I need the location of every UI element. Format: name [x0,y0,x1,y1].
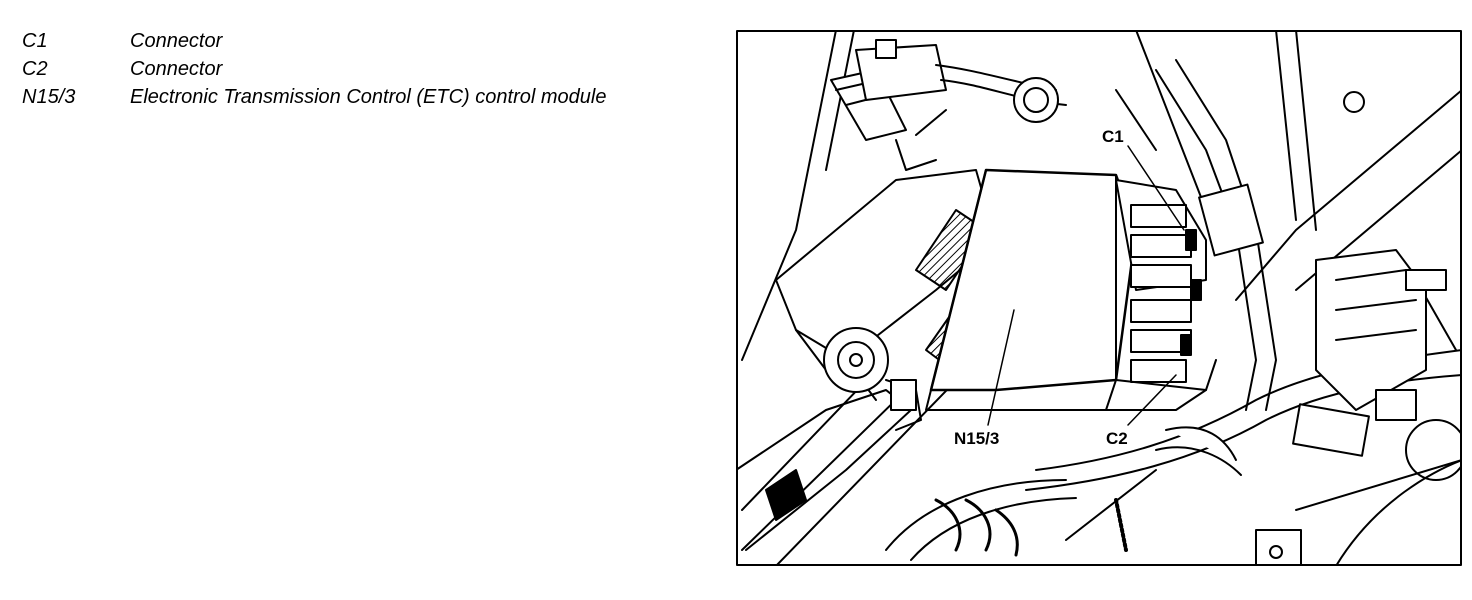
legend-code: C1 [22,30,48,52]
module-connectors [1105,179,1217,411]
legend-code: N15/3 [22,86,76,108]
callout-c2: C2 [1106,429,1128,448]
upper-connector [830,39,1067,171]
etc-control-module [925,168,1138,411]
wire-bundle [765,426,1242,557]
mounting-bolt [823,327,922,431]
component-location-diagram: C1 C2 N15/3 [736,30,1462,566]
leader-lines [987,145,1185,426]
leader-line-c2 [1127,374,1177,426]
legend-description: Connector [130,30,223,52]
legend-description: Electronic Transmission Control (ETC) co… [130,86,607,108]
figure-frame [736,30,1462,566]
right-connector [1292,249,1447,457]
callout-n15-3: N15/3 [954,429,999,448]
legend-description: Connector [130,58,223,80]
leader-line-c1 [1127,145,1185,231]
legend-code: C2 [22,58,48,80]
vehicle-structure [741,30,1462,566]
leader-line-n15-3 [987,309,1015,426]
wiring-harness [885,59,1462,561]
callout-c1: C1 [1102,127,1124,146]
